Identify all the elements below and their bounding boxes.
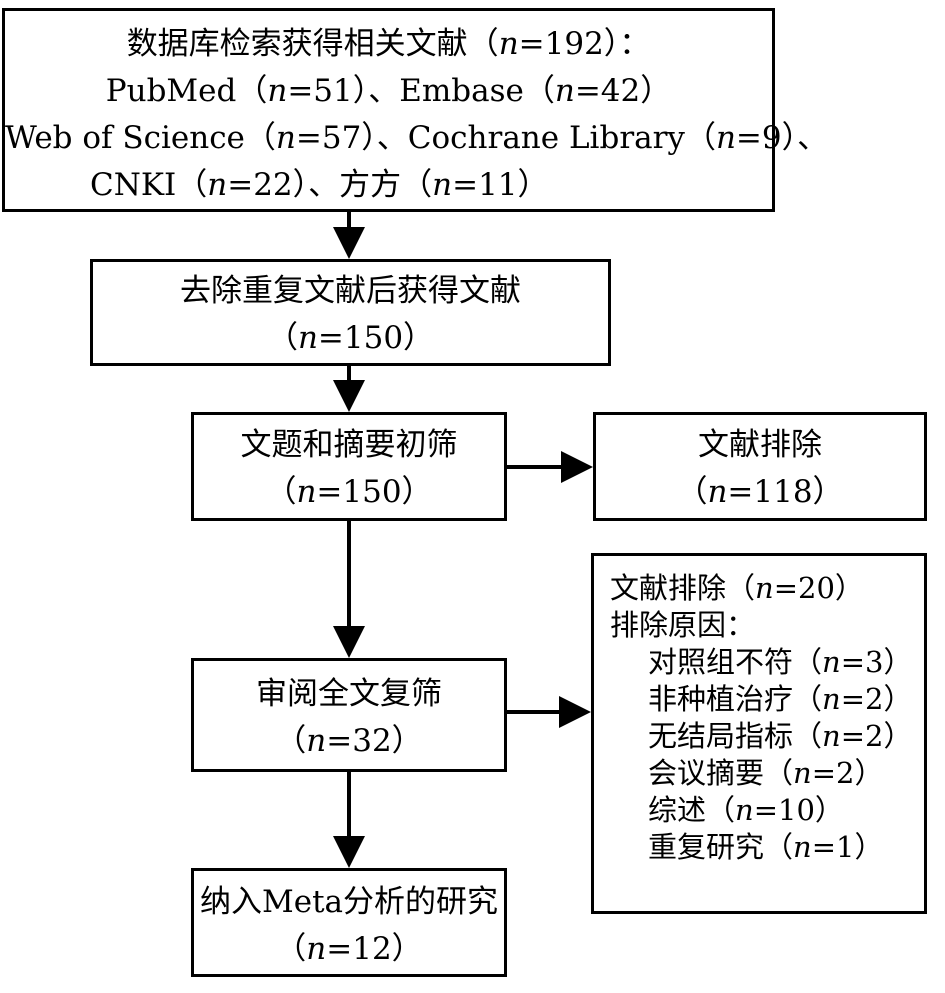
reason-item: 非种植治疗（n=2）: [648, 682, 913, 716]
pubmed-embase-line: PubMed（n=51）、Embase（n=42）: [105, 73, 672, 109]
included-count: （n=12）: [275, 931, 423, 967]
excluded-118-count: （n=118）: [676, 474, 844, 510]
title-abstract-count: （n=150）: [265, 474, 433, 510]
exclusion-reasons-label: 排除原因：: [610, 608, 756, 642]
excluded-118-title: 文献排除: [698, 427, 822, 463]
cnki-wanfang-line: CNKI（n=22）、方方（n=11）: [90, 167, 549, 203]
search-total-line: 数据库检索获得相关文献（n=192）：: [126, 26, 651, 62]
reason-item: 重复研究（n=1）: [648, 830, 884, 864]
dedup-box: 去除重复文献后获得文献 （n=150）: [90, 259, 611, 366]
reason-item: 无结局指标（n=2）: [648, 719, 913, 753]
excluded-20-heading: 文献排除（n=20）: [610, 571, 864, 605]
fulltext-title: 审阅全文复筛: [256, 676, 442, 712]
dedup-title: 去除重复文献后获得文献: [180, 273, 521, 309]
exclusion-reasons-list: 对照组不符（n=3） 非种植治疗（n=2） 无结局指标（n=2） 会议摘要（n=…: [610, 644, 924, 866]
title-abstract-title: 文题和摘要初筛: [240, 427, 458, 463]
database-search-box: 数据库检索获得相关文献（n=192）： PubMed（n=51）、Embase（…: [2, 8, 829, 212]
reason-item: 会议摘要（n=2）: [648, 756, 884, 790]
reason-item: 综述（n=10）: [648, 793, 844, 827]
included-studies-box: 纳入Meta分析的研究 （n=12）: [191, 868, 507, 977]
reason-item: 对照组不符（n=3）: [648, 645, 913, 679]
excluded-reasons-box: 文献排除（n=20） 排除原因： 对照组不符（n=3） 非种植治疗（n=2） 无…: [591, 553, 927, 914]
excluded-118-box: 文献排除 （n=118）: [593, 412, 927, 521]
fulltext-count: （n=32）: [275, 723, 423, 759]
included-title: 纳入Meta分析的研究: [199, 884, 499, 920]
fulltext-screen-box: 审阅全文复筛 （n=32）: [191, 658, 507, 772]
title-abstract-screen-box: 文题和摘要初筛 （n=150）: [191, 412, 507, 521]
dedup-count: （n=150）: [266, 320, 435, 356]
wos-cochrane-line: Web of Science（n=57）、Cochrane Library（n=…: [5, 120, 829, 156]
